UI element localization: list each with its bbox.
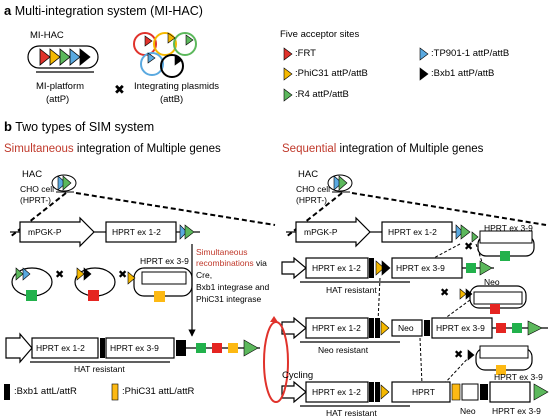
times-symbol: ✖: [114, 83, 125, 98]
plasmids-left: ✖ ✖: [11, 267, 193, 302]
right-step2-neo-resistant: Neo resistant: [318, 345, 369, 355]
right-step2-plasmid-hprt39: HPRT ex 3-9: [494, 372, 543, 382]
panel-a-header: a Multi-integration system (MI-HAC): [4, 4, 203, 18]
right-cell-label: CHO cell: [296, 184, 331, 194]
left-hac-label: HAC: [22, 169, 43, 180]
site-frt: :FRT: [295, 48, 316, 59]
right-step2-hprt12: HPRT ex 1-2: [312, 323, 361, 333]
left-final-hprt12: HPRT ex 1-2: [36, 343, 85, 353]
right-step1-hprt39: HPRT ex 3-9: [396, 263, 445, 273]
right-heading: Sequential integration of Multiple genes: [282, 143, 484, 156]
site-phic31: :PhiC31 attP/attB: [295, 68, 368, 79]
legend-bxb1-attl: :Bxb1 attL/attR: [14, 386, 77, 397]
cycling-label: Cycling: [282, 370, 314, 381]
left-cell-sub: (HPRT-): [20, 195, 52, 205]
panel-b-title: Two types of SIM system: [15, 120, 155, 134]
right-step1-neo: Neo: [484, 277, 500, 287]
mi-hac-label: MI-HAC: [30, 30, 64, 41]
site-bxb1: :Bxb1 attP/attB: [431, 68, 495, 79]
svg-text:✖: ✖: [118, 268, 127, 281]
enzyme-cre: Cre,: [196, 270, 213, 280]
site-legend-icons: [283, 47, 429, 102]
enzyme-bxb1: Bxb1 integrase and: [196, 282, 270, 292]
left-final-hprt39: HPRT ex 3-9: [110, 343, 159, 353]
right-step1-hprt12: HPRT ex 1-2: [312, 263, 361, 273]
right-hac-label: HAC: [298, 169, 319, 180]
left-heading-rest: integration of Multiple genes: [73, 143, 221, 155]
right-step3-neo: Neo: [460, 406, 476, 416]
right-mpgk-label: mPGK-P: [304, 227, 338, 237]
svg-text:✖: ✖: [440, 286, 449, 299]
construct-right-step2: ✖: [281, 316, 548, 375]
mi-platform-label: MI-platform: [36, 81, 85, 92]
right-step1-hat: HAT resistant: [326, 285, 377, 295]
left-hat-resistant: HAT resistant: [74, 364, 125, 374]
svg-text:✖: ✖: [464, 240, 473, 253]
sites-title: Five acceptor sites: [280, 29, 360, 40]
right-step2-hprt39: HPRT ex 3-9: [436, 323, 485, 333]
construct-right-step3: [281, 380, 549, 407]
construct-left-final: [5, 332, 260, 364]
site-r4: :R4 attP/attB: [295, 89, 349, 100]
left-cell-label: CHO cell: [20, 184, 55, 194]
recomb-accent: recombinations: [196, 258, 254, 268]
construct-left-top: [10, 216, 200, 248]
recomb-label-2: recombinations via: [196, 259, 267, 268]
integrating-plasmids-icon: [133, 32, 197, 78]
construct-right-step1: ✖: [281, 256, 527, 314]
left-hprt39-label: HPRT ex 3-9: [140, 256, 189, 266]
panel-a-title: Multi-integration system (MI-HAC): [14, 4, 203, 18]
recomb-label-1: Simultaneous: [196, 247, 248, 257]
legend-phic31-attl: :PhiC31 attL/attR: [122, 386, 195, 397]
right-step3-hprt12: HPRT ex 1-2: [312, 387, 361, 397]
right-step3-hprt: HPRT: [412, 387, 435, 397]
panel-b-letter: b: [4, 119, 12, 134]
enzyme-phic31: PhiC31 integrase: [196, 294, 262, 304]
cycling-loop-icon: [263, 316, 289, 403]
recomb-via: via: [253, 258, 267, 268]
svg-text:✖: ✖: [55, 268, 64, 281]
right-step3-hat: HAT resistant: [326, 408, 377, 418]
plasmids-label: Integrating plasmids: [134, 81, 220, 92]
construct-right-top: ✖: [286, 216, 535, 261]
panel-b-header: b Two types of SIM system: [4, 120, 154, 134]
left-hprt12-label: HPRT ex 1-2: [112, 227, 161, 237]
hac-icon-left: [51, 174, 77, 193]
right-hprt12-label: HPRT ex 1-2: [388, 227, 437, 237]
left-mpgk-label: mPGK-P: [28, 227, 62, 237]
mi-platform-sub: (attP): [46, 94, 70, 105]
right-cell-sub: (HPRT-): [296, 195, 328, 205]
panel-a-letter: a: [4, 3, 12, 18]
attl-attr-legend-icons: [4, 383, 119, 401]
svg-text:✖: ✖: [454, 348, 463, 361]
hac-icon-right: [327, 174, 353, 193]
right-step2-neo: Neo: [398, 323, 414, 333]
right-heading-accent: Sequential: [282, 143, 337, 155]
right-heading-rest: integration of Multiple genes: [336, 143, 484, 155]
right-step3-hprt39: HPRT ex 3-9: [492, 406, 541, 416]
mi-hac-chromosome-icon: [27, 45, 99, 73]
site-tp901: :TP901-1 attP/attB: [431, 48, 510, 59]
left-heading-accent: Simultaneous: [4, 143, 74, 155]
plasmids-sub: (attB): [160, 94, 184, 105]
left-heading: Simultaneous integration of Multiple gen…: [4, 143, 221, 156]
right-hprt39-label: HPRT ex 3-9: [484, 223, 533, 233]
